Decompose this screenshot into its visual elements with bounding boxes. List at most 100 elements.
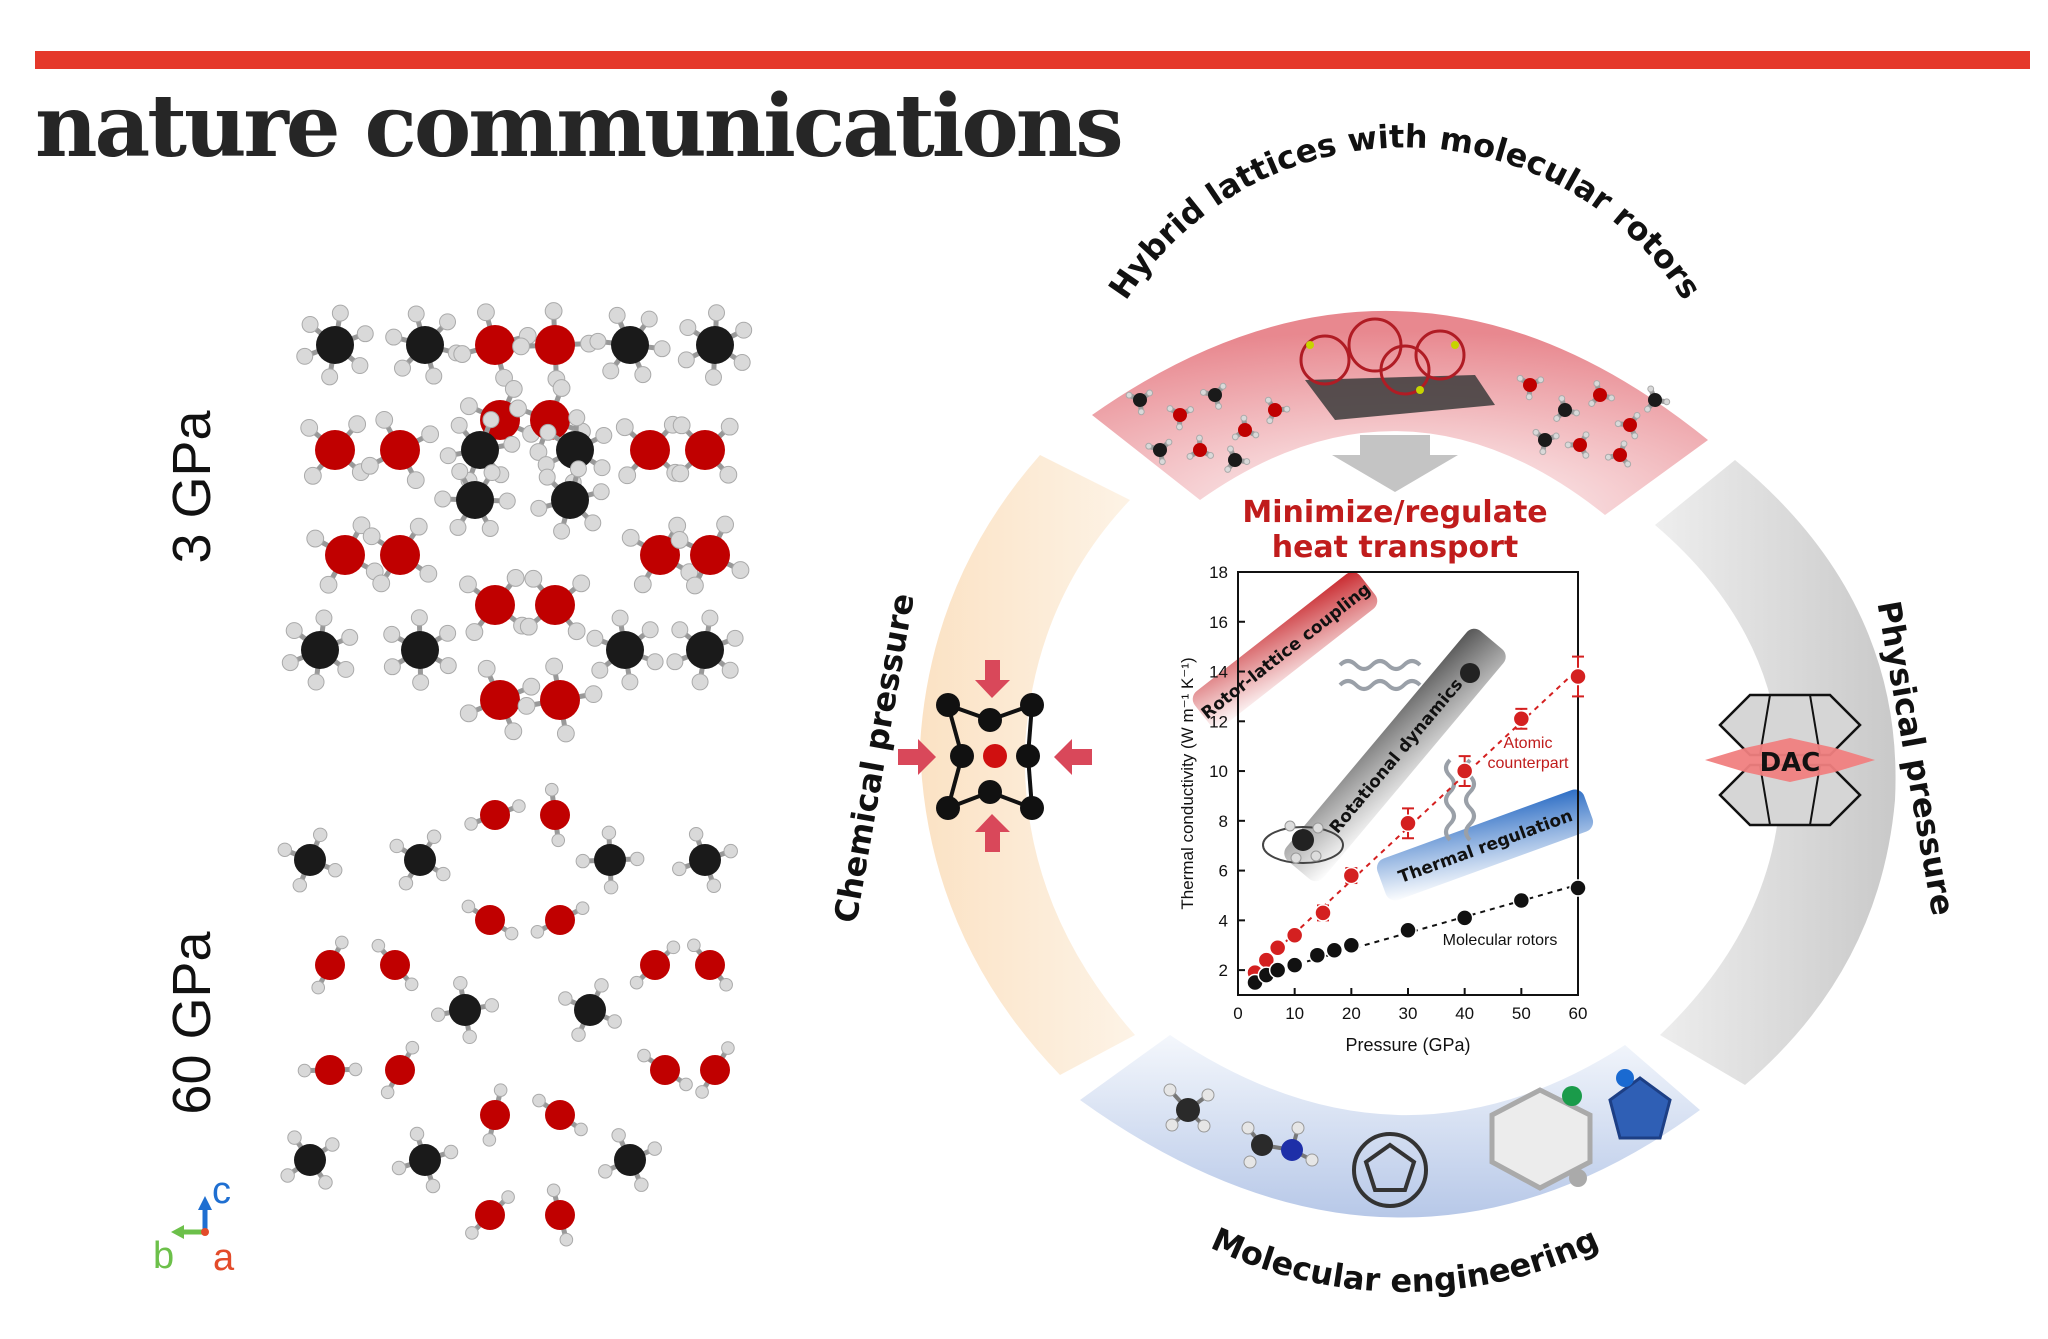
water-molecule bbox=[540, 782, 570, 848]
diamond-anvil-cell-icon: DAC bbox=[1705, 693, 1875, 827]
series-label-atomic-2: counterpart bbox=[1488, 755, 1569, 772]
methane-molecule bbox=[281, 609, 359, 691]
rotor-molecule-icon bbox=[1262, 663, 1480, 864]
y-tick-label: 10 bbox=[1209, 762, 1228, 781]
water-molecule bbox=[371, 938, 419, 992]
annotation-rotor-lattice-coupling: Rotor-lattice coupling bbox=[1198, 579, 1375, 723]
series-label-atomic-1: Atomic bbox=[1504, 735, 1553, 752]
methane-molecule bbox=[383, 609, 457, 691]
x-axis-label: Pressure (GPa) bbox=[1345, 1035, 1470, 1055]
methane-molecule bbox=[439, 411, 521, 489]
methane-molecule bbox=[558, 978, 622, 1042]
water-molecule bbox=[306, 516, 384, 594]
center-title-line2: heat transport bbox=[1272, 530, 1519, 565]
water-molecule bbox=[297, 1055, 363, 1085]
ring-label-bottom: Molecular engineering bbox=[1206, 1220, 1604, 1300]
ring-segment-left bbox=[920, 455, 1135, 1075]
molecular-cluster-left bbox=[1125, 382, 1291, 473]
data-point bbox=[1268, 938, 1287, 957]
methane-molecule bbox=[296, 304, 374, 386]
water-molecule bbox=[1588, 380, 1615, 407]
water-molecule bbox=[1564, 431, 1590, 459]
water-molecule bbox=[621, 516, 699, 594]
water-molecule bbox=[1166, 405, 1195, 431]
ring-label-top: Hybrid lattices with molecular rotors bbox=[1101, 117, 1709, 306]
water-molecule bbox=[695, 1041, 735, 1099]
y-tick-label: 4 bbox=[1219, 911, 1228, 930]
annotation-rotational-dynamics: Rotational dynamics bbox=[1326, 675, 1467, 838]
water-molecule bbox=[480, 1083, 510, 1147]
x-tick-label: 60 bbox=[1569, 1004, 1588, 1023]
methane-molecule bbox=[589, 306, 671, 384]
data-point bbox=[1455, 762, 1474, 780]
water-molecule bbox=[465, 1190, 515, 1240]
water-molecule bbox=[1264, 396, 1291, 425]
x-tick-label: 30 bbox=[1399, 1004, 1418, 1023]
axis-a-label: a bbox=[213, 1237, 235, 1279]
water-molecule bbox=[637, 1048, 693, 1092]
chemical-pressure-molecule-icon bbox=[898, 660, 1092, 852]
water-molecule bbox=[360, 410, 440, 490]
x-tick-label: 20 bbox=[1342, 1004, 1361, 1023]
water-molecule bbox=[671, 416, 739, 484]
water-molecule bbox=[1614, 411, 1641, 440]
water-molecule bbox=[512, 302, 598, 388]
ring-segment-right bbox=[1655, 460, 1896, 1085]
data-point bbox=[1455, 909, 1474, 927]
methane-molecule bbox=[1224, 445, 1251, 473]
data-point bbox=[1512, 710, 1531, 728]
series-molecular-rotors bbox=[1246, 879, 1587, 992]
methane-molecule bbox=[1532, 428, 1560, 456]
axis-b-label: b bbox=[153, 1235, 174, 1277]
lattice-60gpa bbox=[277, 782, 738, 1247]
y-tick-label: 14 bbox=[1209, 663, 1228, 682]
water-molecule bbox=[453, 303, 537, 387]
methane-molecule bbox=[385, 305, 465, 385]
data-point bbox=[1512, 891, 1531, 910]
methane-molecule bbox=[586, 609, 664, 691]
data-point bbox=[1399, 921, 1417, 940]
hybrid-lattice-illustration bbox=[1299, 317, 1495, 492]
water-molecule bbox=[545, 1183, 575, 1247]
dac-label: DAC bbox=[1760, 748, 1821, 778]
data-point bbox=[1285, 926, 1304, 945]
data-point bbox=[1314, 904, 1332, 922]
y-tick-label: 18 bbox=[1209, 563, 1228, 582]
water-molecule bbox=[1231, 414, 1260, 441]
methane-molecule bbox=[1199, 382, 1227, 410]
water-molecule bbox=[461, 899, 519, 941]
methane-molecule bbox=[430, 975, 500, 1045]
y-tick-label: 12 bbox=[1209, 712, 1228, 731]
y-tick-label: 16 bbox=[1209, 613, 1228, 632]
water-molecule bbox=[464, 799, 526, 831]
x-tick-label: 40 bbox=[1455, 1004, 1474, 1023]
data-point bbox=[1342, 866, 1361, 885]
data-point bbox=[1342, 936, 1361, 954]
x-tick-label: 50 bbox=[1512, 1004, 1531, 1023]
methane-molecule bbox=[1145, 438, 1173, 466]
data-point bbox=[1325, 941, 1344, 959]
journal-header-bar bbox=[35, 51, 2030, 69]
methane-molecule bbox=[530, 460, 610, 540]
y-tick-label: 8 bbox=[1219, 812, 1228, 831]
water-molecule bbox=[517, 657, 603, 743]
x-tick-label: 10 bbox=[1285, 1004, 1304, 1023]
methane-molecule bbox=[434, 463, 516, 537]
crystal-axes-indicator: c b a bbox=[153, 1170, 235, 1279]
methane-molecule bbox=[1125, 389, 1154, 416]
water-molecule bbox=[1604, 440, 1632, 468]
journal-title: nature communications bbox=[35, 76, 1124, 177]
methane-molecule bbox=[677, 304, 753, 386]
series-label-molecular: Molecular rotors bbox=[1443, 932, 1558, 949]
methane-molecule bbox=[666, 609, 744, 691]
center-title-line1: Minimize/regulate bbox=[1242, 495, 1547, 530]
methane-molecule bbox=[1553, 395, 1580, 422]
water-molecule bbox=[311, 935, 349, 995]
molecular-cluster-right bbox=[1516, 374, 1671, 468]
water-molecule bbox=[687, 938, 733, 992]
y-tick-label: 2 bbox=[1219, 961, 1228, 980]
methane-molecule bbox=[598, 1128, 662, 1192]
data-point bbox=[1569, 667, 1587, 686]
water-molecule bbox=[532, 1093, 588, 1137]
water-molecule bbox=[530, 901, 590, 939]
